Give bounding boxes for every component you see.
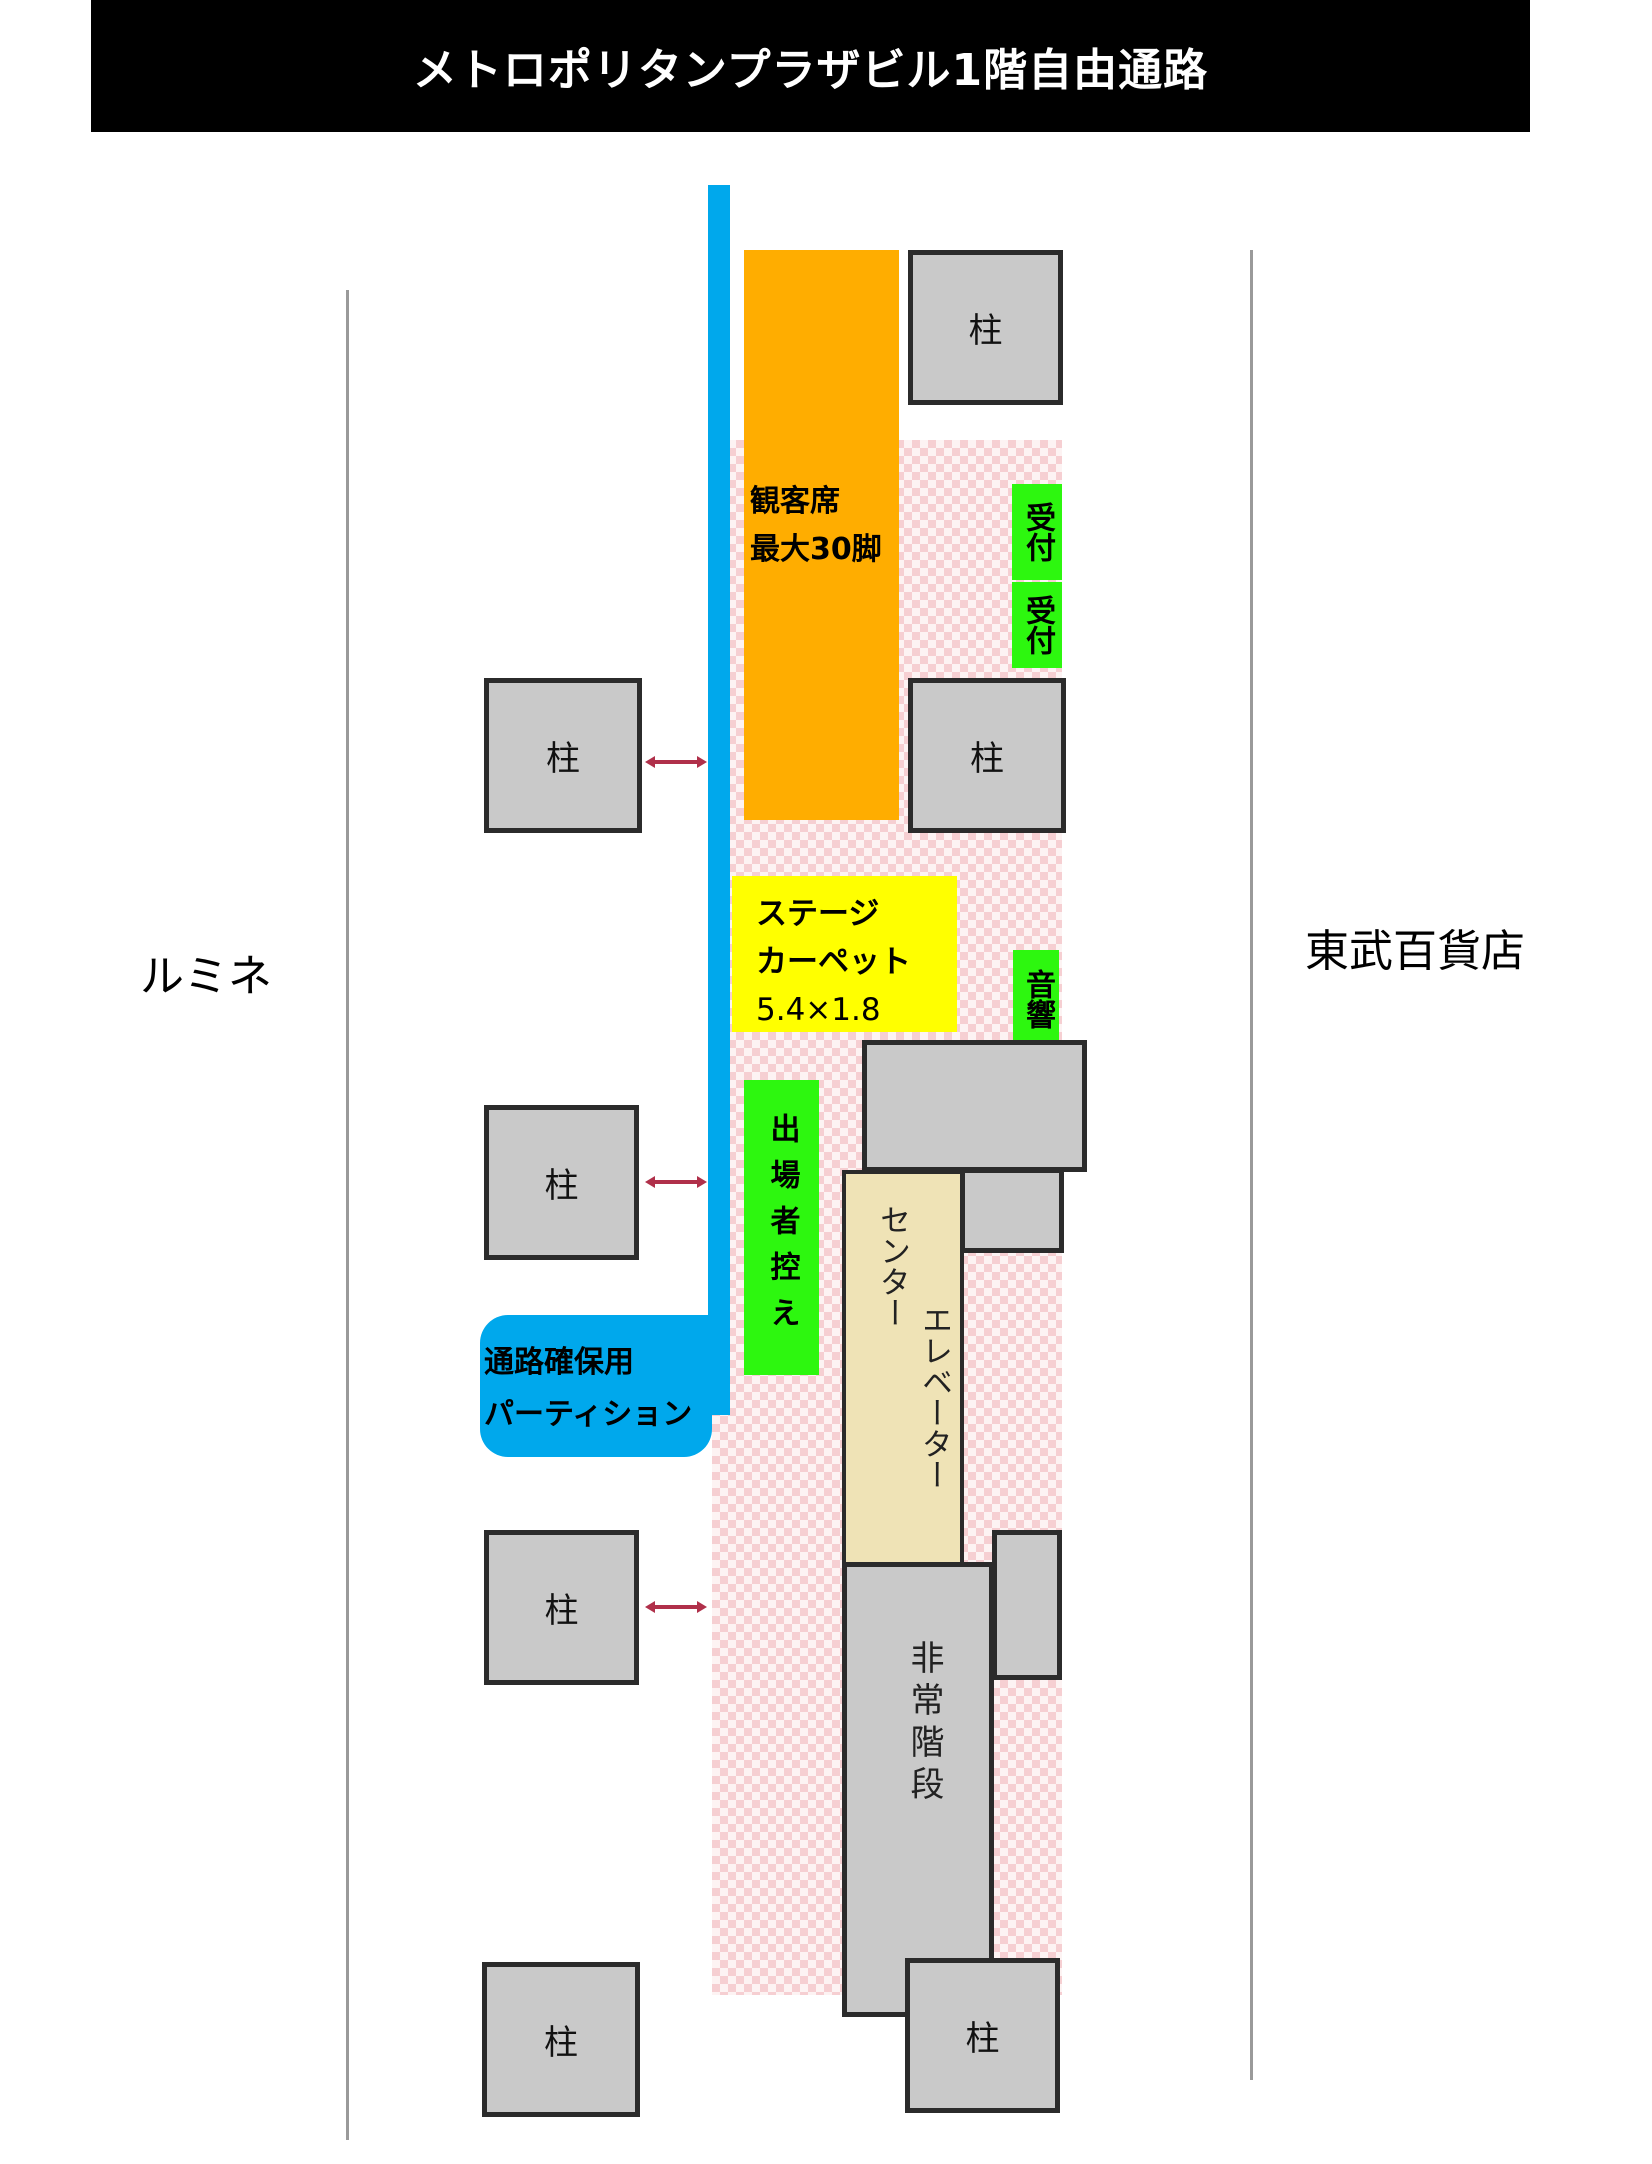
partition-line	[708, 185, 730, 1415]
sound-equipment: 音響	[1013, 950, 1059, 1042]
page-title: メトロポリタンプラザビル1階自由通路	[91, 0, 1530, 132]
stage-label-line2: カーペット	[756, 944, 911, 980]
stage-carpet: ステージ カーペット 5.4×1.8	[732, 876, 957, 1032]
structure-block-small-lower	[992, 1530, 1062, 1680]
elevator-label-col1: センター	[874, 1204, 910, 1328]
double-headed-arrow-icon	[645, 756, 707, 768]
partition-label-line1: 通路確保用	[484, 1345, 634, 1380]
partition-label-line2: パーティション	[484, 1397, 693, 1432]
contestant-waiting-area: 出場者控え	[744, 1080, 819, 1375]
lumine-label: ルミネ	[140, 951, 272, 1002]
pillar-bottom-right: 柱	[905, 1958, 1060, 2113]
pillar-left-1: 柱	[484, 678, 642, 833]
pillar-right-1: 柱	[908, 678, 1066, 833]
elevator-label-col2: エレベーター	[916, 1304, 952, 1490]
structure-block-small-upper	[960, 1168, 1064, 1253]
double-headed-arrow-icon	[645, 1176, 707, 1188]
structure-block-top	[862, 1040, 1087, 1172]
double-headed-arrow-icon	[645, 1601, 707, 1613]
pillar-top-right: 柱	[908, 250, 1063, 405]
seating-area	[744, 250, 899, 820]
reception-2: 受付	[1012, 582, 1062, 668]
seating-label-line2: 最大30脚	[750, 532, 882, 567]
seating-label-line1: 観客席	[750, 484, 840, 519]
left-wall	[346, 290, 349, 2140]
tobu-department-store-label: 東武百貨店	[1305, 926, 1525, 977]
pillar-left-2: 柱	[484, 1105, 639, 1260]
pillar-left-4: 柱	[482, 1962, 640, 2117]
seating-label: 観客席 最大30脚	[750, 478, 882, 574]
stage-label-line1: ステージ	[756, 896, 880, 932]
emergency-stairs-label: 非常階段	[904, 1640, 944, 1808]
pillar-left-3: 柱	[484, 1530, 639, 1685]
reception-1: 受付	[1012, 484, 1062, 580]
right-wall	[1250, 250, 1253, 2080]
center-elevator: センター エレベーター	[842, 1170, 964, 1566]
emergency-stairs	[842, 1562, 994, 2017]
stage-label-line3: 5.4×1.8	[756, 992, 881, 1028]
partition-label: 通路確保用 パーティション	[480, 1315, 712, 1457]
